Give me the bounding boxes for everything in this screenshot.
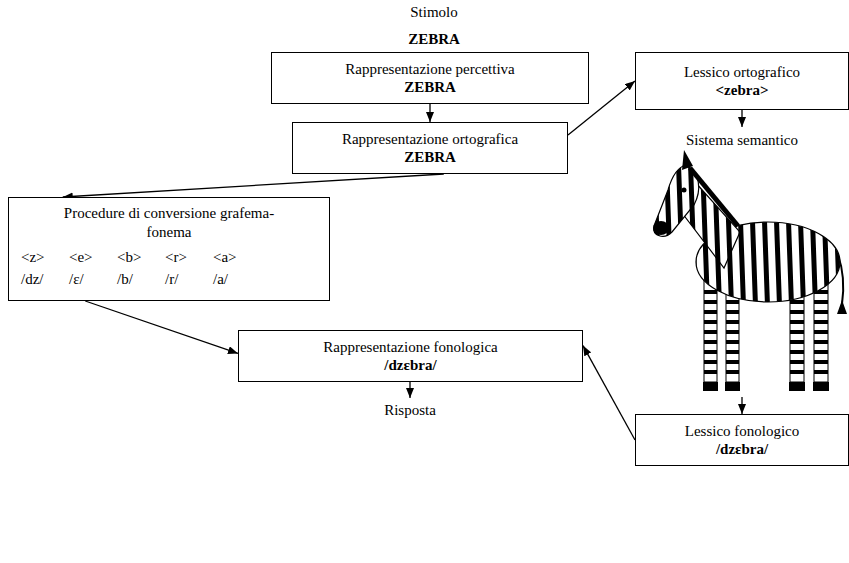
grapheme: <z>	[21, 248, 69, 266]
zebra-ear	[682, 150, 693, 170]
node-content: Lessico ortografico<zebra>	[676, 59, 808, 103]
box-title: Sistema semantico	[686, 131, 798, 149]
box-title: Rappresentazione percettiva	[345, 60, 515, 78]
process-box: Rappresentazione fonologica/dzɛbra/	[238, 330, 583, 382]
box-value: ZEBRA	[404, 148, 456, 166]
diagram-label: Stimolo	[410, 3, 458, 21]
flow-arrow	[741, 110, 742, 127]
zebra-leg-stripes	[700, 292, 835, 372]
zebra-tail-tuft	[837, 300, 847, 314]
box-title: Rappresentazione ortografica	[342, 130, 518, 148]
phoneme: /b/	[117, 270, 165, 288]
conversion-box: Procedure di conversione grafema-fonema <…	[8, 197, 330, 301]
box-title: Procedure di conversione grafema-fonema	[54, 204, 284, 242]
lexicon-box: Lessico ortografico<zebra>	[635, 52, 849, 110]
grapheme: <e>	[69, 248, 117, 266]
box-value: <zebra>	[716, 81, 769, 99]
zebra-drawing	[653, 150, 847, 391]
flow-arrow	[429, 104, 430, 122]
phoneme: /r/	[165, 270, 213, 288]
node-content: Rappresentazione ortograficaZEBRA	[334, 126, 526, 170]
node-content: Sistema semantico	[678, 127, 806, 153]
phoneme: /dz/	[21, 270, 69, 288]
flow-arrow	[741, 397, 742, 414]
zebra-tail	[838, 255, 843, 304]
box-title: Lessico fonologico	[685, 422, 800, 440]
zebra-muzzle	[653, 221, 669, 235]
diagram-label: Risposta	[384, 401, 436, 419]
box-title: Lessico ortografico	[684, 63, 800, 81]
lexicon-box: Lessico fonologico/dzɛbra/	[635, 414, 849, 466]
box-title: Rappresentazione fonologica	[323, 338, 498, 356]
conversion-table: <z><e><b><r><a> /dz//ɛ//b//r//a/	[21, 248, 321, 288]
zebra-hooves	[703, 382, 829, 391]
box-value: /dzɛbra/	[384, 356, 436, 374]
flow-arrow	[583, 346, 635, 440]
process-box: Rappresentazione percettivaZEBRA	[271, 52, 589, 104]
diagram-label: ZEBRA	[408, 30, 460, 48]
flow-arrow	[63, 174, 444, 197]
flow-arrow	[85, 301, 238, 353]
grapheme: <a>	[213, 248, 261, 266]
node-content: Rappresentazione fonologica/dzɛbra/	[315, 334, 506, 378]
node-content: Rappresentazione percettivaZEBRA	[337, 56, 523, 100]
box-value: ZEBRA	[404, 78, 456, 96]
phoneme: /ɛ/	[69, 270, 117, 288]
process-box: Rappresentazione ortograficaZEBRA	[292, 122, 568, 174]
grapheme: <r>	[165, 248, 213, 266]
zebra-legs	[704, 278, 828, 382]
box-value: /dzɛbra/	[716, 440, 768, 458]
zebra-body	[654, 165, 840, 302]
zebra-mane	[690, 168, 738, 226]
node-content: Lessico fonologico/dzɛbra/	[677, 418, 808, 462]
zebra-stripes	[654, 150, 840, 320]
node-content: Procedure di conversione grafema-fonema <…	[9, 198, 329, 294]
zebra-eye	[682, 188, 687, 193]
phoneme: /a/	[213, 270, 261, 288]
grapheme: <b>	[117, 248, 165, 266]
semantic-system: Sistema semantico	[640, 127, 844, 397]
